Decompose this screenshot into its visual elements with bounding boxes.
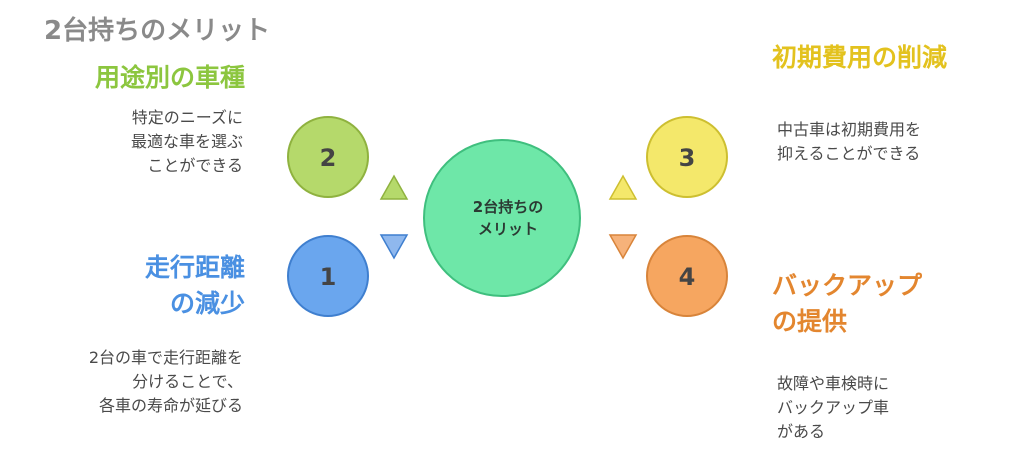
circle-2 (287, 116, 369, 198)
desc-initial-cost: 中古車は初期費用を 抑えることができる (777, 118, 997, 166)
heading-line: の減少 (169, 289, 245, 318)
desc-line: バックアップ車 (777, 398, 890, 417)
circle-2-number: 2 (320, 144, 337, 172)
heading-line: 初期費用の削減 (772, 43, 948, 72)
heading-line: の提供 (772, 307, 848, 336)
desc-line: 故障や車検時に (777, 374, 890, 393)
circle-3-number: 3 (679, 144, 696, 172)
center-circle (423, 139, 581, 297)
center-label-line-1: 2台持ちの (473, 198, 543, 216)
arrow-up-yellow (608, 174, 638, 200)
desc-line: ことができる (147, 156, 243, 175)
arrow-up-green (379, 174, 409, 200)
desc-line: 抑えることができる (777, 144, 921, 163)
heading-mileage-reduction: 走行距離 の減少 (80, 250, 245, 322)
arrow-down-blue (379, 234, 409, 260)
circle-1-number: 1 (320, 263, 337, 291)
desc-line: 2台の車で走行距離を (88, 348, 243, 367)
heading-line: 走行距離 (144, 253, 245, 282)
desc-line: 最適な車を選ぶ (130, 132, 243, 151)
circle-4-number: 4 (679, 263, 696, 291)
desc-line: 中古車は初期費用を (777, 120, 922, 139)
heading-backup: バックアップ の提供 (772, 268, 1002, 340)
desc-line: 特定のニーズに (131, 108, 243, 127)
arrow-down-orange (608, 234, 638, 260)
center-label-line-2: メリット (478, 220, 538, 238)
desc-backup: 故障や車検時に バックアップ車 がある (777, 372, 997, 444)
page-title: 2台持ちのメリット (44, 16, 271, 46)
heading-usage-vehicle: 用途別の車種 (50, 60, 245, 96)
circle-3 (646, 116, 728, 198)
desc-line: 各車の寿命が延びる (98, 396, 243, 415)
desc-line: 分けることで、 (132, 372, 243, 391)
heading-initial-cost: 初期費用の削減 (772, 40, 1002, 76)
circle-1 (287, 235, 369, 317)
circle-4 (646, 235, 728, 317)
heading-line: バックアップ (772, 271, 923, 300)
desc-usage-vehicle: 特定のニーズに 最適な車を選ぶ ことができる (60, 106, 243, 178)
heading-line: 用途別の車種 (94, 63, 245, 92)
desc-line: がある (777, 422, 826, 441)
desc-mileage-reduction: 2台の車で走行距離を 分けることで、 各車の寿命が延びる (20, 346, 243, 418)
